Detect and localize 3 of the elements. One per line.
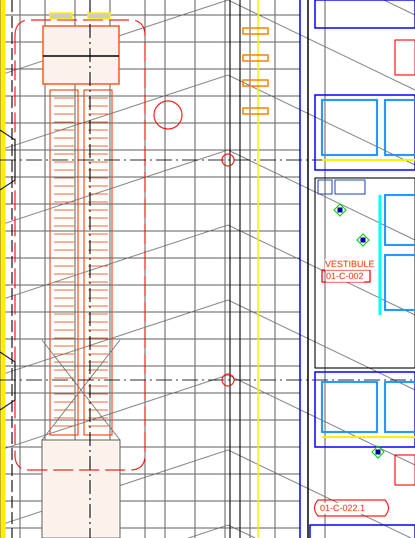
room-number: 01-C-002	[326, 271, 364, 282]
room-name: VESTIBULE	[325, 259, 375, 270]
room-number: 01-C-022.1	[320, 503, 366, 514]
